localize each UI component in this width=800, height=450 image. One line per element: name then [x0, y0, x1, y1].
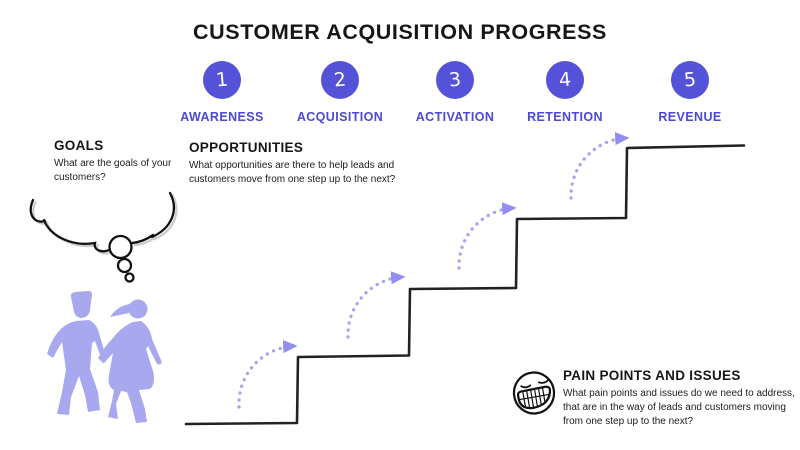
- step-revenue: 5 REVENUE: [635, 61, 745, 124]
- step-label: ACTIVATION: [415, 110, 495, 124]
- step-number-badge: 4: [546, 61, 584, 99]
- woman-silhouette: [98, 299, 162, 423]
- pain-points-section: PAIN POINTS AND ISSUES What pain points …: [563, 368, 799, 430]
- step-number-badge: 3: [436, 61, 474, 99]
- goals-section: GOALS What are the goals of your custome…: [54, 138, 172, 185]
- step-number-badge: 1: [203, 61, 241, 99]
- pain-points-body: What pain points and issues do we need t…: [563, 388, 795, 428]
- step-activation: 3 ACTIVATION: [400, 61, 510, 124]
- diagram-title: CUSTOMER ACQUISITION PROGRESS: [193, 20, 607, 44]
- grimace-face-icon: [512, 371, 556, 415]
- step-number-badge: 2: [321, 61, 359, 99]
- step-label: AWARENESS: [180, 110, 264, 124]
- staircase-drawing: [184, 144, 746, 426]
- step-awareness: 1 AWARENESS: [167, 61, 277, 124]
- opportunities-section: OPPORTUNITIES What opportunities are the…: [189, 140, 425, 187]
- step-number: 3: [448, 68, 462, 92]
- step-number-badge: 5: [671, 61, 709, 99]
- goals-body: What are the goals of your customers?: [54, 158, 172, 184]
- step-retention: 4 RETENTION: [510, 61, 620, 124]
- step-acquisition: 2 ACQUISITION: [285, 61, 395, 124]
- step-number: 4: [558, 68, 572, 92]
- opportunities-body: What opportunities are there to help lea…: [189, 160, 396, 186]
- dotted-step-arrow-icon: [237, 132, 630, 409]
- step-number: 2: [333, 68, 347, 92]
- thought-bubble-icon: [29, 191, 178, 283]
- step-number: 5: [683, 68, 697, 92]
- step-label: RETENTION: [527, 110, 603, 124]
- goals-heading: GOALS: [54, 138, 104, 153]
- step-label: REVENUE: [658, 110, 722, 124]
- step-number: 1: [215, 68, 229, 92]
- walking-couple-icon: [47, 291, 162, 423]
- step-label: ACQUISITION: [296, 110, 384, 124]
- man-silhouette: [47, 291, 107, 415]
- opportunities-heading: OPPORTUNITIES: [189, 140, 304, 155]
- pain-points-heading: PAIN POINTS AND ISSUES: [563, 368, 741, 383]
